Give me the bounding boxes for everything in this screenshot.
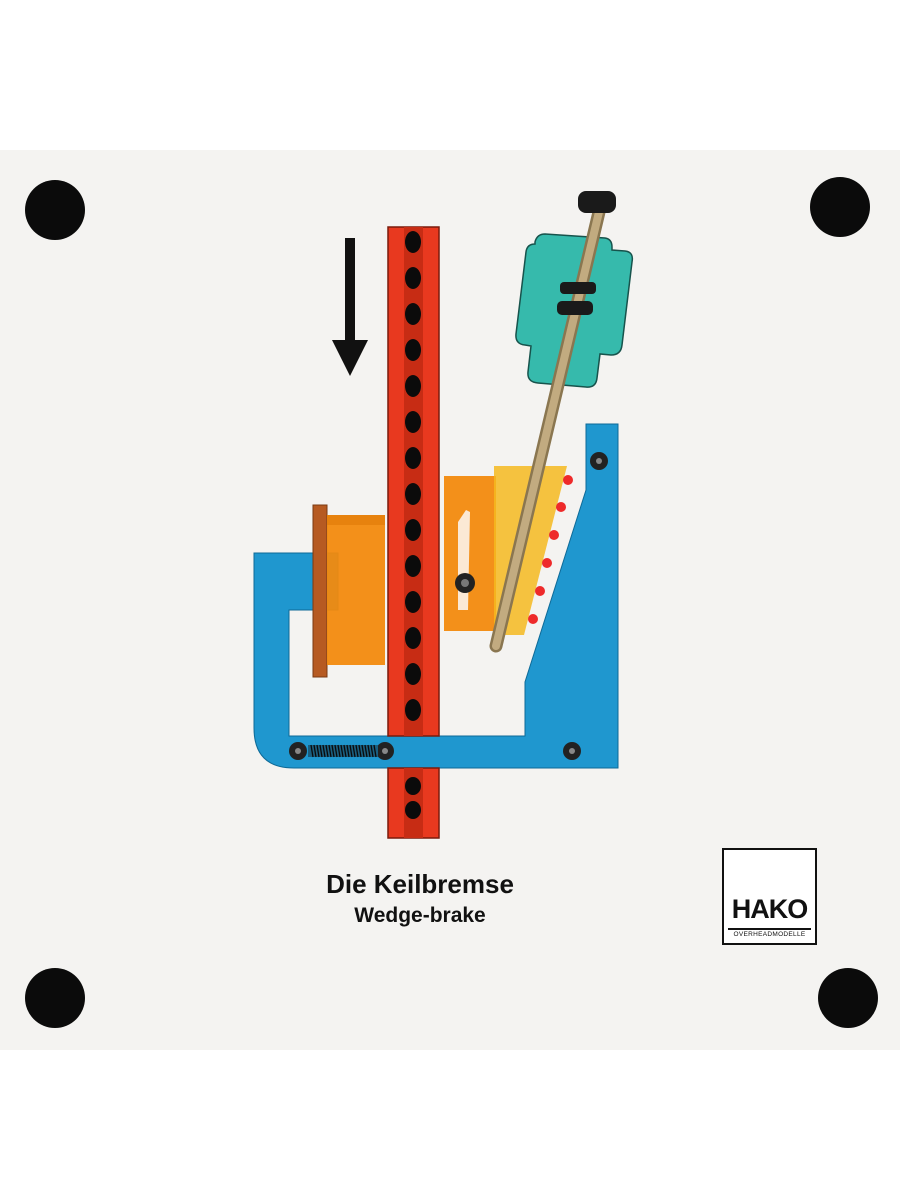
spring-coil — [352, 744, 356, 758]
rail-hole — [405, 411, 421, 433]
diagram-title-english: Wedge-brake — [354, 904, 486, 927]
frame-screws — [289, 452, 608, 760]
rail-hole — [405, 519, 421, 541]
rail-hole — [405, 447, 421, 469]
rail-hole — [405, 303, 421, 325]
rail-hole — [405, 375, 421, 397]
spring-coil — [358, 744, 362, 758]
model-board: Die Keilbremse Wedge-brake HAKO OVERHEAD… — [0, 150, 900, 1050]
roller-dots — [528, 475, 573, 624]
mount-hole-top-left — [25, 180, 85, 240]
spring-coil — [367, 744, 371, 758]
rail-hole — [405, 231, 421, 253]
spring-coil — [340, 744, 344, 758]
spring-coil — [313, 744, 317, 758]
rail-hole — [405, 339, 421, 361]
rail-hole — [405, 483, 421, 505]
spring-coil — [319, 744, 323, 758]
return-spring — [308, 744, 378, 758]
spring-coil — [361, 744, 365, 758]
spring-coil — [331, 744, 335, 758]
spring-coil — [349, 744, 353, 758]
spring-coil — [325, 744, 329, 758]
roller-dot — [535, 586, 545, 596]
roller-dot — [549, 530, 559, 540]
rail-hole — [405, 267, 421, 289]
guide-rail — [387, 226, 440, 737]
adjusting-screw — [489, 191, 616, 653]
roller-dot — [563, 475, 573, 485]
mount-hole-bottom-right — [818, 968, 878, 1028]
roller-dot — [528, 614, 538, 624]
rail-hole — [405, 699, 421, 721]
spring-coil — [328, 744, 332, 758]
right-brake-block — [444, 476, 496, 631]
spring-coil — [316, 744, 320, 758]
rail-hole — [405, 591, 421, 613]
brake-frame — [253, 423, 619, 769]
spring-coil — [364, 744, 368, 758]
mount-hole-top-right — [810, 177, 870, 237]
roller-dot — [556, 502, 566, 512]
spring-coil — [373, 744, 377, 758]
rail-hole — [405, 555, 421, 577]
guide-rail-lower — [387, 767, 440, 839]
roller-dot — [542, 558, 552, 568]
rail-hole — [405, 627, 421, 649]
rail-hole — [405, 777, 421, 795]
mount-hole-bottom-left — [25, 968, 85, 1028]
logo-tagline: OVERHEADMODELLE — [728, 928, 811, 938]
diagram-title-german: Die Keilbremse — [326, 869, 514, 899]
spring-coil — [322, 744, 326, 758]
spring-coil — [343, 744, 347, 758]
rail-hole — [405, 663, 421, 685]
spring-coil — [334, 744, 338, 758]
left-brake-block — [312, 504, 385, 678]
rail-hole — [405, 801, 421, 819]
spring-coil — [346, 744, 350, 758]
down-arrow-icon — [332, 238, 368, 376]
spring-coil — [355, 744, 359, 758]
wedge-brake-diagram — [25, 177, 878, 1028]
hako-logo: HAKO OVERHEADMODELLE — [722, 848, 817, 945]
spring-coil — [370, 744, 374, 758]
spring-coil — [310, 744, 314, 758]
spring-coil — [337, 744, 341, 758]
logo-brand: HAKO — [731, 894, 809, 924]
